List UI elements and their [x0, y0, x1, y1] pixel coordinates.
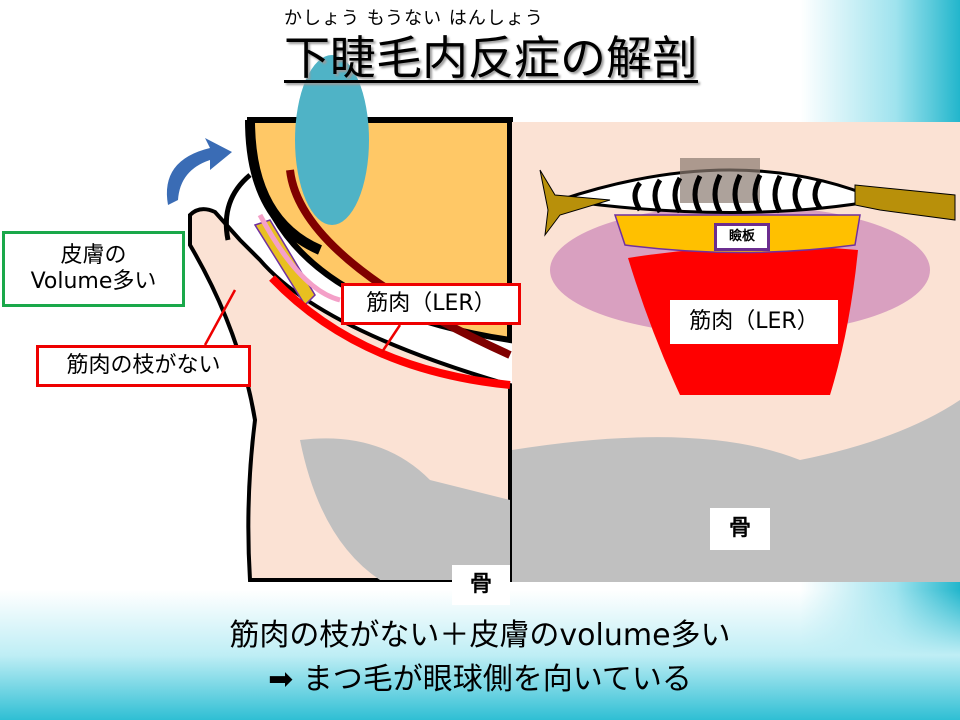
pointer-arrow-branch [203, 289, 237, 346]
left-cross-section [166, 55, 513, 582]
eyelid-left-brown [539, 169, 611, 237]
background-gradient-bottom [0, 590, 960, 720]
right-arrow-icon: ➡ [268, 662, 294, 697]
bone-label-right: 骨 [710, 508, 770, 550]
tarsus-label: 瞼板 [714, 223, 770, 251]
bone-label-left: 骨 [452, 565, 510, 605]
bone-right [512, 400, 960, 582]
cornea [295, 55, 369, 225]
page-title: 下睫毛内反症の解剖 [284, 31, 698, 85]
pointer-arrow-muscle [380, 324, 402, 353]
eyelash [223, 173, 252, 241]
eyelid-right-brown [854, 184, 956, 221]
no-branch-label: 筋肉の枝がない [36, 345, 251, 387]
caption-line2-text: まつ毛が眼球側を向いている [302, 662, 692, 697]
caption-line1: 筋肉の枝がない＋皮膚のvolume多い [229, 618, 731, 653]
skin-label-line2: Volume多い [30, 269, 157, 294]
title-ruby: かしょう もうない はんしょう [284, 8, 544, 29]
bone-left [300, 438, 510, 580]
lower-eyelashes [632, 173, 823, 214]
caption-line2: ➡ まつ毛が眼球側を向いている [0, 654, 960, 698]
curved-arrow-icon [166, 138, 232, 205]
muscle-ler-line [269, 275, 511, 389]
conjunctiva [257, 213, 341, 303]
retractor-dark [286, 169, 512, 359]
eyeball-wall [245, 119, 323, 255]
muscle-ler-label-right: 筋肉（LER） [670, 300, 838, 344]
muscle-ler-label-left: 筋肉（LER） [341, 283, 521, 325]
skin-label-line1: 皮膚の [60, 242, 127, 268]
skin-volume-label: 皮膚の Volume多い [2, 231, 185, 307]
